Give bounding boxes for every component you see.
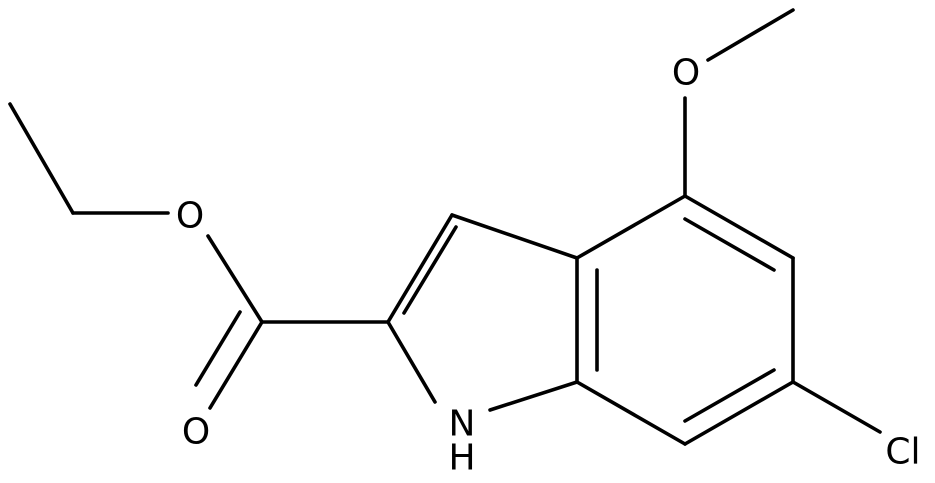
- bond-c2-c3-inner: [402, 225, 458, 315]
- bond-c2-n: [386, 320, 437, 404]
- bond-c4-c5-inner: [683, 217, 776, 272]
- atom-labels: O O O N H Cl: [176, 53, 921, 479]
- bond-c6-cl: [791, 380, 882, 434]
- bond-c3-c3a: [450, 213, 579, 260]
- ring-nitrogen-label: N: [449, 404, 476, 445]
- bond-c4-c5: [683, 194, 795, 260]
- bond-c6-c7: [683, 380, 795, 446]
- bond-n-c7a: [488, 380, 579, 412]
- ester-oxygen-label: O: [176, 196, 204, 237]
- bond-carbonyl-double-1: [208, 320, 264, 410]
- bonds: [8, 8, 882, 446]
- ring-nitrogen-h-label: H: [448, 438, 475, 479]
- bond-o-ch3: [706, 8, 795, 62]
- bond-c6-c7-inner: [683, 368, 776, 423]
- bond-c3a-c4: [575, 194, 687, 260]
- carbonyl-oxygen-label: O: [182, 412, 210, 453]
- bond-c7-c7a: [575, 380, 687, 446]
- methoxy-oxygen-label: O: [672, 53, 700, 94]
- bond-o-carbonyl-c: [206, 234, 264, 324]
- bond-c2-c3: [386, 213, 454, 324]
- bond-carbonyl-double-2: [194, 310, 242, 387]
- chlorine-label: Cl: [885, 432, 920, 473]
- bond-ch3-ch2: [8, 102, 75, 215]
